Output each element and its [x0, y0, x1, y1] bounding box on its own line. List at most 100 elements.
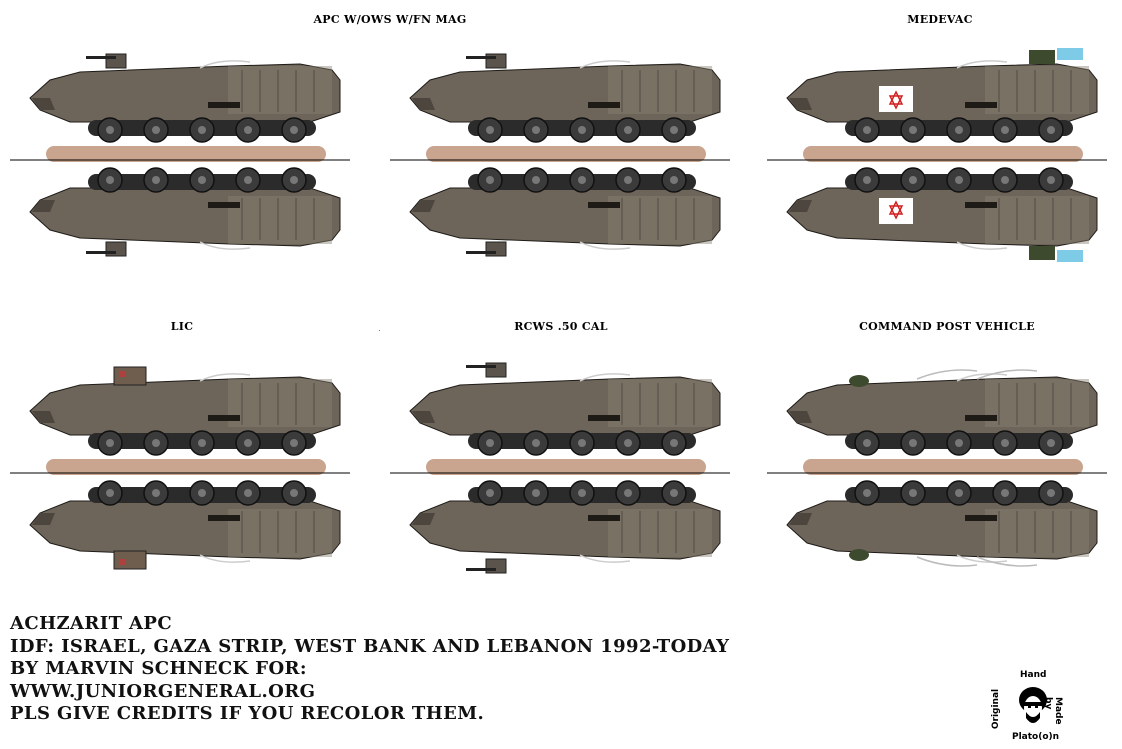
road-wheel-hub [152, 489, 160, 497]
road-wheel-hub [909, 126, 917, 134]
road-wheel-hub [152, 439, 160, 447]
road-wheel-hub [578, 439, 586, 447]
hull-vent [965, 515, 997, 521]
exhaust-trail [956, 241, 1008, 250]
hull-vent [965, 415, 997, 421]
stray-pixel [379, 330, 380, 331]
road-wheel-hub [106, 489, 114, 497]
road-wheel-hub [1047, 439, 1055, 447]
hull-nose [412, 200, 435, 212]
hull-rear-panel [608, 66, 712, 114]
badge-hand: Hand [1020, 670, 1047, 680]
cargo-crate [1057, 48, 1083, 60]
counter-base [46, 459, 326, 475]
road-wheel-hub [624, 489, 632, 497]
road-wheel-hub [106, 176, 114, 184]
hull-body [786, 63, 1098, 123]
vehicle-counter-art [10, 366, 350, 570]
road-wheel-hub [955, 176, 963, 184]
hull-vent [588, 202, 620, 208]
road-wheel-hub [670, 439, 678, 447]
gun-barrel [466, 56, 496, 59]
road-wheel-hub [244, 126, 252, 134]
portrait-icon [1019, 687, 1047, 723]
hull-rear-panel [228, 196, 332, 244]
road-wheel-hub [863, 439, 871, 447]
exhaust-trail [579, 554, 631, 563]
hull-body [409, 376, 721, 436]
counter-base [426, 459, 706, 475]
road-wheel-hub [198, 176, 206, 184]
road-wheel-hub [244, 176, 252, 184]
road-wheel-hub [624, 126, 632, 134]
exhaust-trail [199, 373, 251, 382]
counter-base [426, 146, 706, 162]
hull-vent [208, 415, 240, 421]
hull-nose [32, 200, 55, 212]
hull-top-view [409, 362, 721, 456]
credits-title: ACHZARIT APC [10, 613, 173, 634]
vehicle-counter-art [767, 369, 1107, 567]
road-wheel-hub [1047, 176, 1055, 184]
cargo-bag [1029, 50, 1055, 64]
hull-body [29, 187, 341, 247]
vehicle-rcws [390, 353, 730, 613]
vehicle-counter-art [10, 53, 350, 257]
road-wheel-hub [198, 489, 206, 497]
hull-vent [208, 202, 240, 208]
road-wheel-hub [152, 176, 160, 184]
hull-rear-panel [228, 509, 332, 557]
road-wheel-hub [670, 126, 678, 134]
credits-website: WWW.JUNIORGENERAL.ORG [10, 680, 316, 702]
gun-barrel [86, 251, 116, 254]
hull-rear-panel [608, 379, 712, 427]
hull-top-view [29, 53, 341, 143]
cpv-cupola [849, 549, 869, 561]
hull-body [409, 187, 721, 247]
lic-sensor [120, 371, 126, 377]
hull-vent [965, 202, 997, 208]
road-wheel-hub [624, 176, 632, 184]
hull-nose [412, 513, 435, 525]
badge-author: Plato(o)n [1012, 732, 1060, 742]
vehicle-counter-art [390, 362, 730, 574]
hull-rear-panel [228, 66, 332, 114]
exhaust-trail [199, 554, 251, 563]
exhaust-trail [956, 373, 1008, 382]
road-wheel-hub [578, 176, 586, 184]
hull-vent [965, 102, 997, 108]
exhaust-trail [579, 60, 631, 69]
hull-rear-panel [608, 196, 712, 244]
hull-rear-panel [985, 509, 1089, 557]
hull-rear-panel [985, 66, 1089, 114]
hull-body [409, 500, 721, 560]
vehicle-lic [10, 353, 350, 613]
hull-vent [588, 515, 620, 521]
hull-nose [412, 98, 435, 110]
road-wheel-hub [244, 439, 252, 447]
lic-sensor [120, 559, 126, 565]
credits-author: BY MARVIN SCHNECK FOR: [10, 658, 307, 679]
road-wheel-hub [106, 439, 114, 447]
label-lic: LIC [170, 320, 194, 333]
hull-bottom-view [786, 480, 1098, 567]
label-cpv: COMMAND POST VEHICLE [859, 320, 1035, 333]
road-wheel-hub [863, 126, 871, 134]
hull-bottom-view [29, 167, 341, 257]
hull-bottom-view [409, 167, 721, 257]
lic-turret [113, 550, 147, 570]
road-wheel-hub [532, 176, 540, 184]
hull-rear-panel [985, 196, 1089, 244]
gun-barrel [466, 365, 496, 368]
hull-vent [208, 102, 240, 108]
vehicle-apc-ows [10, 40, 350, 300]
gun-barrel [466, 251, 496, 254]
hull-top-view [786, 369, 1098, 456]
label-medevac: MEDEVAC [907, 13, 973, 26]
hull-body [786, 187, 1098, 247]
road-wheel-hub [532, 439, 540, 447]
road-wheel-hub [1001, 489, 1009, 497]
road-wheel-hub [290, 176, 298, 184]
credits-usage: IDF: ISRAEL, GAZA STRIP, WEST BANK AND L… [10, 635, 730, 657]
road-wheel-hub [909, 489, 917, 497]
